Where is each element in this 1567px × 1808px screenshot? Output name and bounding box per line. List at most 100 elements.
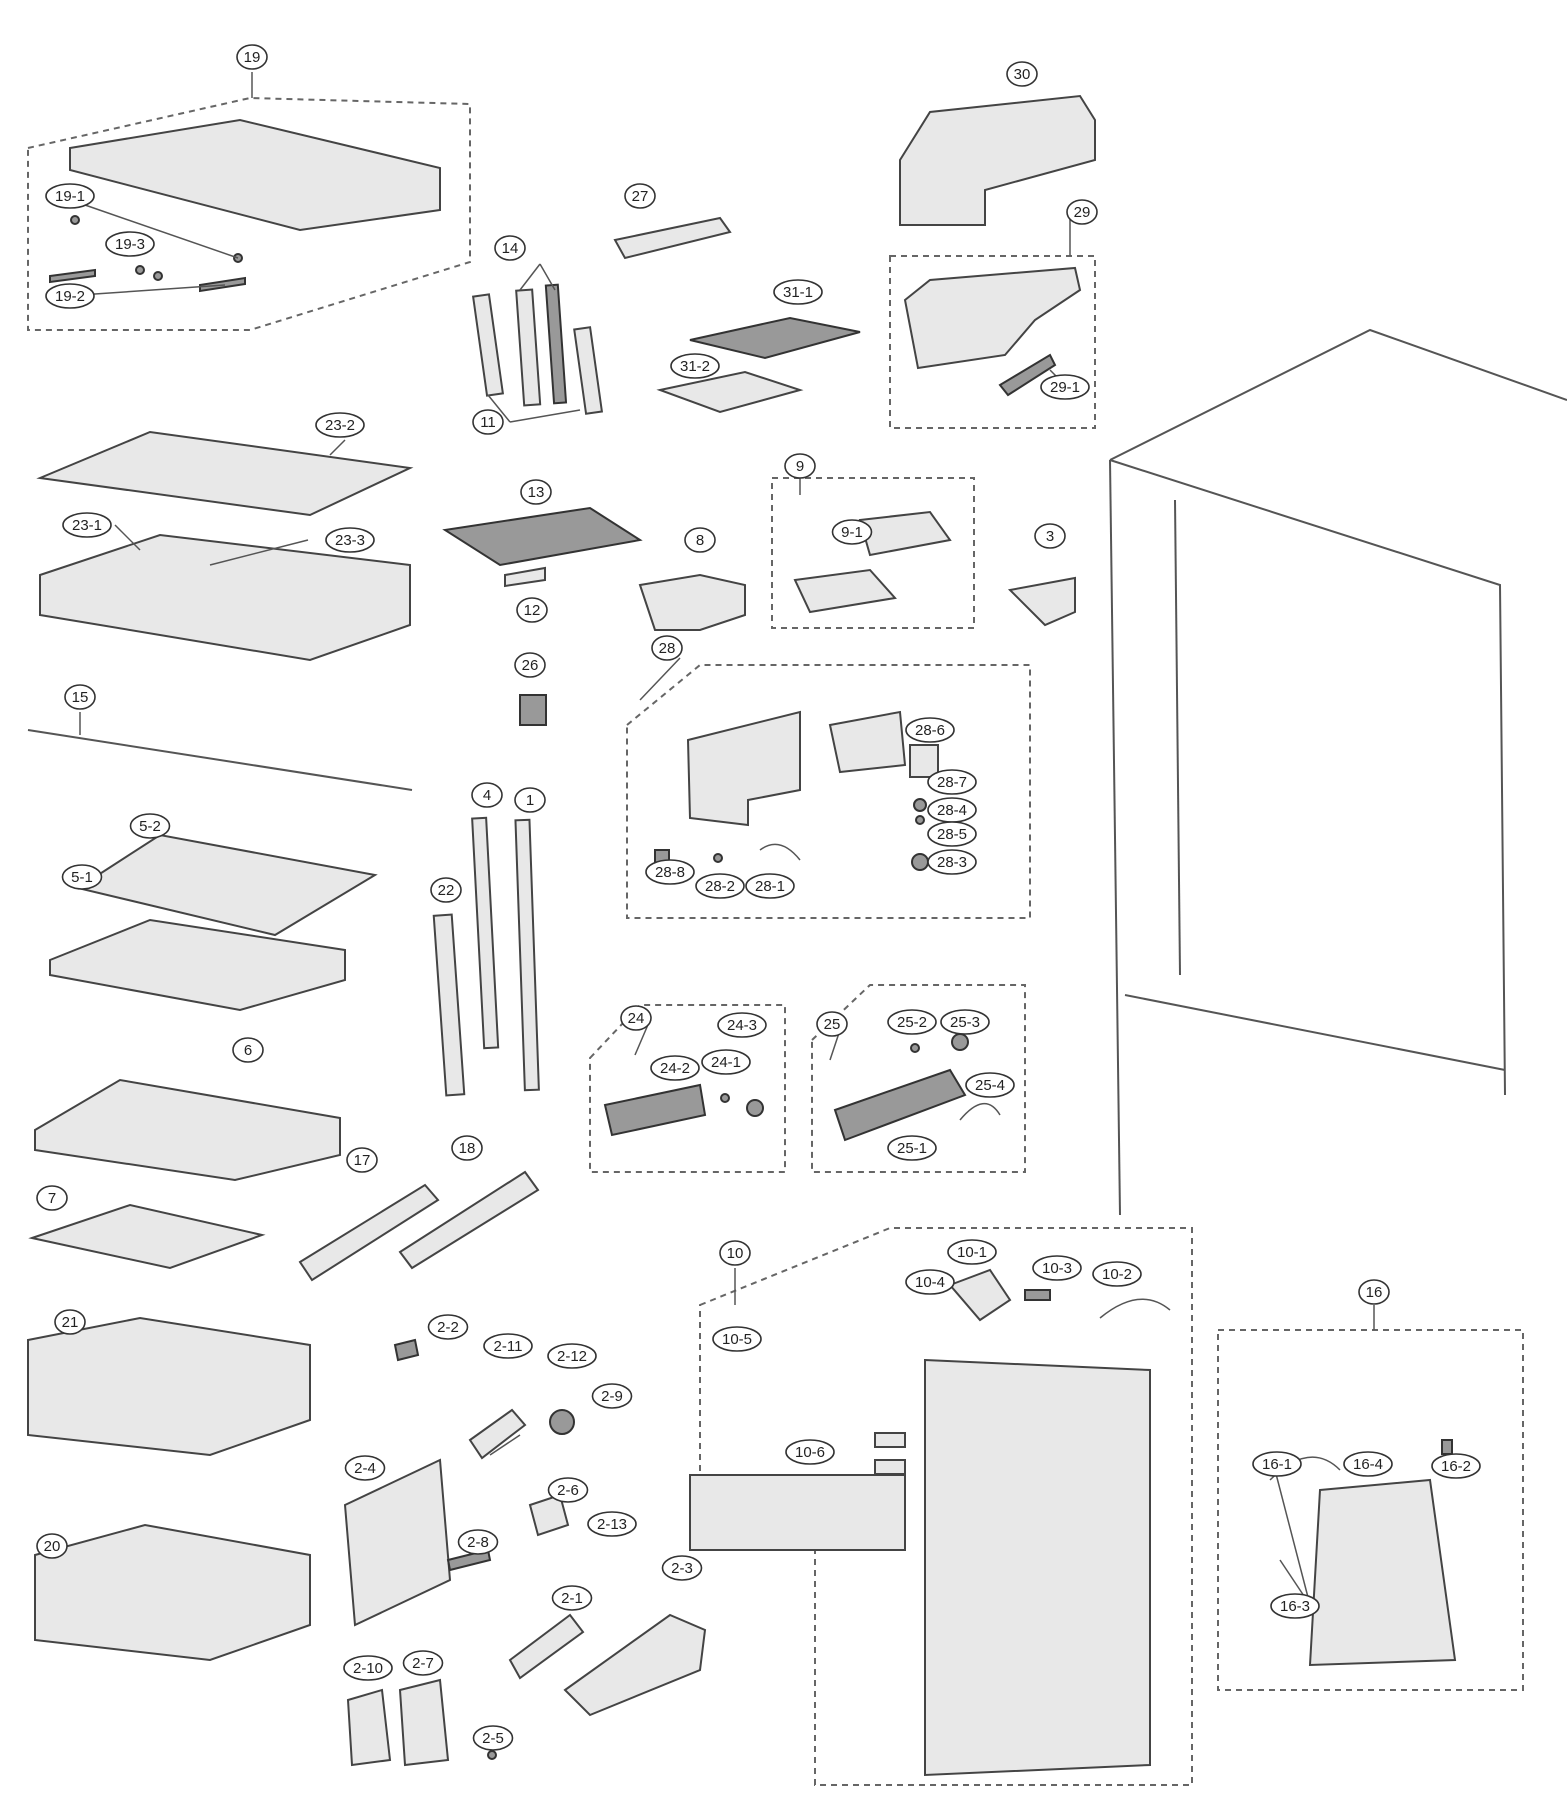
callout-label: 2-7 — [412, 1655, 434, 1672]
group-box-16 — [1217, 1329, 1524, 1691]
callout-9: 9 — [784, 453, 816, 479]
callout-29: 29 — [1066, 199, 1098, 225]
part-1-rail — [514, 818, 540, 1092]
callout-label: 7 — [48, 1190, 56, 1207]
part-5-2-glass — [75, 833, 378, 937]
callout-label: 2-12 — [557, 1348, 587, 1365]
callout-label: 24-1 — [711, 1054, 741, 1071]
callout-5-1: 5-1 — [61, 864, 103, 890]
part-7-cover — [28, 1203, 266, 1270]
part-24-3 — [746, 1099, 764, 1117]
part-28-dispenser-body — [686, 710, 801, 827]
cabinet-left-edge — [1109, 459, 1121, 1216]
part-2-1-filter — [508, 1613, 585, 1680]
callout-25-2: 25-2 — [887, 1009, 937, 1035]
callout-19: 19 — [236, 44, 268, 70]
part-24-1 — [720, 1093, 730, 1103]
callout-bubble — [670, 353, 720, 379]
part-16-evaporator — [1308, 1478, 1457, 1667]
callout-bubble — [620, 1005, 652, 1031]
callout-31-2: 31-2 — [670, 353, 720, 379]
callout-bubble — [1092, 1261, 1142, 1287]
callout-2-12: 2-12 — [547, 1343, 597, 1369]
callout-label: 5-1 — [71, 869, 93, 886]
callout-label: 24 — [628, 1010, 645, 1027]
callout-bubble — [346, 1147, 378, 1173]
callout-31-1: 31-1 — [773, 279, 823, 305]
callout-bubble — [650, 1055, 700, 1081]
part-2-3-head — [563, 1613, 707, 1717]
callout-label: 2-6 — [557, 1482, 579, 1499]
callout-label: 23-2 — [325, 417, 355, 434]
callout-2-9: 2-9 — [591, 1383, 633, 1409]
callout-bubble — [887, 1135, 937, 1161]
callout-bubble — [905, 717, 955, 743]
callout-19-1: 19-1 — [45, 183, 95, 209]
part-19-shelf — [69, 118, 441, 232]
callout-bubble — [494, 235, 526, 261]
callout-bubble — [62, 512, 112, 538]
callout-bubble — [1006, 61, 1038, 87]
callout-bubble — [472, 1725, 514, 1751]
callout-bubble — [315, 412, 365, 438]
part-31-2-heater — [656, 370, 804, 414]
callout-bubble — [624, 183, 656, 209]
callout-label: 30 — [1014, 66, 1031, 83]
group-box-25 — [811, 984, 1026, 1173]
callout-bubble — [816, 1011, 848, 1037]
callout-7: 7 — [36, 1185, 68, 1211]
callout-bubble — [520, 479, 552, 505]
leader-lines — [79, 72, 1375, 1606]
callout-bubble — [36, 1185, 68, 1211]
callout-4: 4 — [471, 782, 503, 808]
part-2-11-cartridge — [468, 1408, 527, 1460]
callout-bubble — [36, 1533, 68, 1559]
callout-6: 6 — [232, 1037, 264, 1063]
callout-label: 19-1 — [55, 188, 85, 205]
callout-bubble — [551, 1585, 593, 1611]
callout-label: 18 — [459, 1140, 476, 1157]
part-25-3 — [951, 1033, 969, 1051]
callout-25-4: 25-4 — [965, 1072, 1015, 1098]
cabinet — [1109, 328, 1567, 1216]
part-14-rail-b — [544, 283, 568, 405]
part-5-1-frame — [49, 918, 346, 1012]
callout-24: 24 — [620, 1005, 652, 1031]
part-25-4-wire — [959, 1103, 1001, 1121]
callout-label: 22 — [438, 882, 455, 899]
callout-bubble — [402, 1650, 444, 1676]
callout-25-1: 25-1 — [887, 1135, 937, 1161]
callout-15: 15 — [64, 684, 96, 710]
callout-10-4: 10-4 — [905, 1269, 955, 1295]
callout-8: 8 — [684, 527, 716, 553]
callout-label: 9 — [796, 458, 804, 475]
callout-label: 2-13 — [597, 1516, 627, 1533]
callout-label: 2-10 — [353, 1660, 383, 1677]
callout-20: 20 — [36, 1533, 68, 1559]
callout-2-10: 2-10 — [343, 1655, 393, 1681]
callout-bubble — [684, 527, 716, 553]
callout-label: 2-11 — [494, 1338, 523, 1355]
callout-label: 23-1 — [72, 517, 102, 534]
callout-28: 28 — [651, 635, 683, 661]
callout-bubble — [773, 279, 823, 305]
callout-bubble — [45, 283, 95, 309]
callout-bubble — [471, 782, 503, 808]
callout-label: 12 — [524, 602, 541, 619]
callout-30: 30 — [1006, 61, 1038, 87]
cabinet-inner — [1174, 499, 1181, 976]
part-25-cartridge — [833, 1068, 967, 1142]
callout-2-2: 2-2 — [427, 1314, 469, 1340]
callout-label: 1 — [526, 792, 534, 809]
callout-bubble — [1034, 523, 1066, 549]
callout-label: 13 — [528, 484, 545, 501]
callout-label: 16-2 — [1441, 1458, 1471, 1475]
callout-23-1: 23-1 — [62, 512, 112, 538]
part-28-5 — [915, 815, 925, 825]
callout-label: 10-6 — [795, 1444, 825, 1461]
part-28-1-wire — [759, 843, 801, 861]
callout-28-1: 28-1 — [745, 873, 795, 899]
callout-bubble — [483, 1333, 533, 1359]
callout-label: 15 — [72, 689, 89, 706]
part-10-6-a — [874, 1432, 906, 1448]
